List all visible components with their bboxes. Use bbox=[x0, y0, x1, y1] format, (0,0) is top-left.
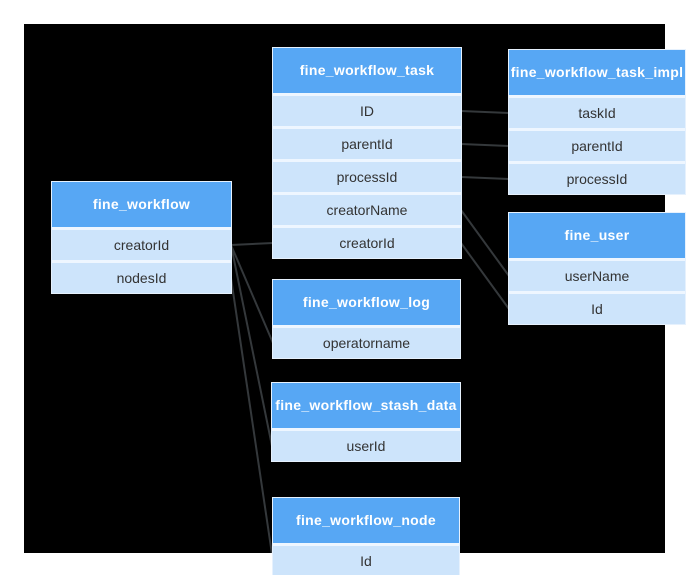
field-row-username[interactable]: userName bbox=[509, 261, 685, 291]
field-row-parentid[interactable]: parentId bbox=[509, 131, 685, 161]
relation-line bbox=[230, 244, 273, 447]
field-row-nodesid[interactable]: nodesId bbox=[52, 263, 231, 293]
field-row-creatorname[interactable]: creatorName bbox=[273, 195, 461, 225]
relation-line bbox=[460, 110, 510, 114]
table-title[interactable]: fine_user bbox=[509, 213, 685, 258]
relation-line bbox=[460, 242, 510, 310]
entity-table-fine-workflow-log[interactable]: fine_workflow_log operatorname bbox=[272, 279, 461, 359]
table-title[interactable]: fine_workflow_task_impl bbox=[509, 50, 685, 95]
table-title[interactable]: fine_workflow_log bbox=[273, 280, 460, 325]
field-row-userid[interactable]: userId bbox=[272, 431, 460, 461]
entity-table-fine-workflow-task-impl[interactable]: fine_workflow_task_impl taskId parentId … bbox=[508, 49, 686, 195]
table-title[interactable]: fine_workflow bbox=[52, 182, 231, 227]
entity-table-fine-user[interactable]: fine_user userName Id bbox=[508, 212, 686, 325]
table-title[interactable]: fine_workflow_task bbox=[273, 48, 461, 93]
table-title[interactable]: fine_workflow_node bbox=[273, 498, 459, 543]
field-row-taskid[interactable]: taskId bbox=[509, 98, 685, 128]
field-row-id[interactable]: Id bbox=[273, 546, 459, 575]
field-row-id[interactable]: Id bbox=[509, 294, 685, 324]
relation-line bbox=[230, 244, 274, 344]
entity-table-fine-workflow[interactable]: fine_workflow creatorId nodesId bbox=[51, 181, 232, 294]
relation-line bbox=[460, 209, 510, 277]
field-row-processid[interactable]: processId bbox=[273, 162, 461, 192]
entity-table-fine-workflow-node[interactable]: fine_workflow_node Id bbox=[272, 497, 460, 575]
entity-table-fine-workflow-stash-data[interactable]: fine_workflow_stash_data userId bbox=[271, 382, 461, 462]
table-title[interactable]: fine_workflow_stash_data bbox=[272, 383, 460, 428]
field-row-id[interactable]: ID bbox=[273, 96, 461, 126]
entity-table-fine-workflow-task[interactable]: fine_workflow_task ID parentId processId… bbox=[272, 47, 462, 259]
field-row-operatorname[interactable]: operatorname bbox=[273, 328, 460, 358]
field-row-creatorid[interactable]: creatorId bbox=[52, 230, 231, 260]
diagram-canvas: fine_workflow creatorId nodesId fine_wor… bbox=[24, 24, 686, 575]
relation-line bbox=[460, 176, 510, 180]
relation-line bbox=[230, 242, 274, 246]
relation-line bbox=[230, 277, 273, 553]
field-row-parentid[interactable]: parentId bbox=[273, 129, 461, 159]
relation-line bbox=[460, 143, 510, 147]
field-row-processid[interactable]: processId bbox=[509, 164, 685, 194]
field-row-creatorid[interactable]: creatorId bbox=[273, 228, 461, 258]
